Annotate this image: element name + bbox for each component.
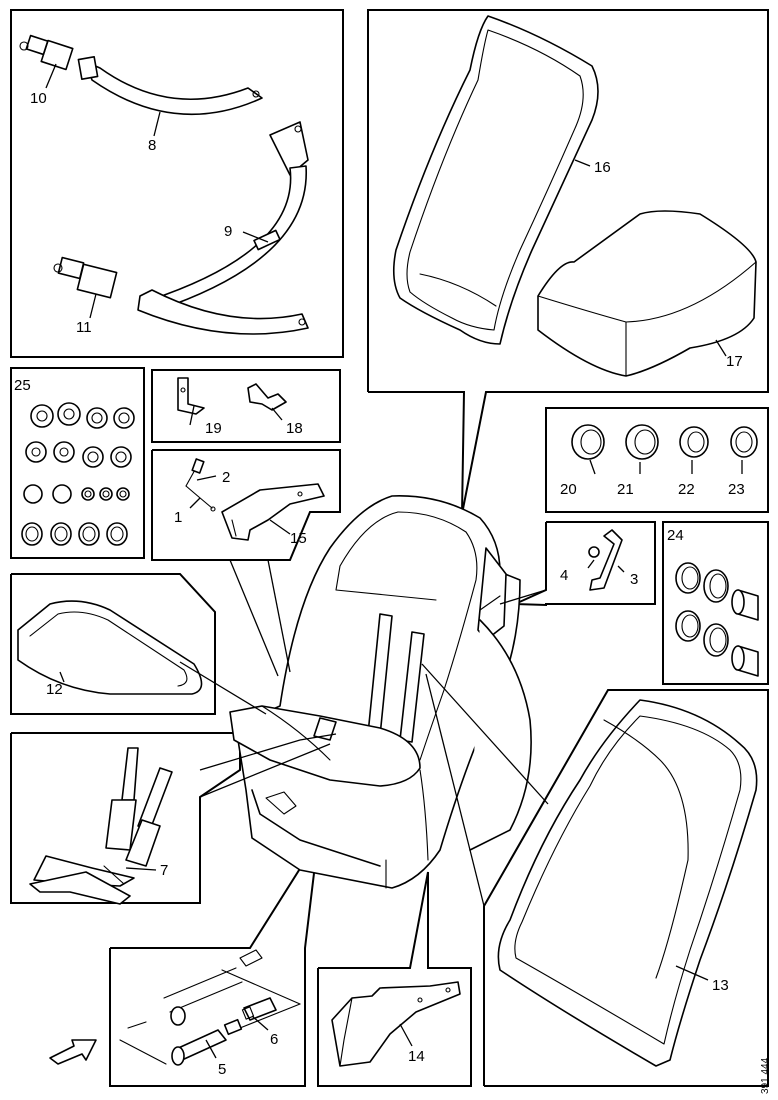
bracket-14 [331,981,461,1067]
callout-4: 4 [560,567,568,584]
callout-15: 15 [290,530,307,547]
callout-11: 11 [76,319,92,336]
belt-strap-9 [137,121,309,335]
panel-pin [151,449,341,561]
panel-bushings [545,407,769,513]
panel-headrest-pad [10,573,216,715]
callout-labels: 10 8 9 11 16 17 25 19 18 2 1 15 20 21 22… [14,90,771,1094]
panel-rings [662,521,769,685]
buckle-11 [53,256,118,299]
callout-13: 13 [712,977,729,994]
callout-7: 7 [160,862,168,879]
rings-24 [675,562,759,677]
clip-3-4 [588,529,623,591]
callout-3: 3 [630,571,638,588]
plugs-25 [21,402,135,546]
buckle-10 [19,34,74,71]
reference-code: 391 444 [760,1057,771,1094]
bracket-19 [177,377,205,415]
callout-2: 2 [222,469,230,486]
panel-backrest [483,689,769,1087]
panel-cushions [367,9,769,515]
callout-5: 5 [218,1061,226,1078]
callout-8: 8 [148,137,156,154]
backrest-13 [497,699,758,1067]
harness-7 [29,747,173,905]
belt-strap-8 [77,55,263,116]
callout-12: 12 [46,681,63,698]
mounting-bracket-15 [221,483,325,541]
callout-23: 23 [728,481,745,498]
bar-assembly-5-6 [49,949,301,1066]
pad-12 [17,600,203,695]
panel-bracket-14 [317,871,472,1087]
callout-6: 6 [270,1031,278,1048]
callout-16: 16 [594,159,611,176]
callout-14: 14 [408,1048,425,1065]
seat-cushion-17 [537,210,757,377]
callout-10: 10 [30,90,47,107]
callout-22: 22 [678,481,695,498]
spring-pin-1-2 [185,458,216,512]
bracket-18 [247,383,287,411]
leader-lines [45,63,743,1059]
callout-18: 18 [286,420,303,437]
callout-20: 20 [560,481,577,498]
bushings-20-23 [571,424,758,460]
callout-17: 17 [726,353,743,370]
child-seat-assembly [229,495,532,889]
callout-24: 24 [667,527,684,544]
callout-9: 9 [224,223,232,240]
panel-brackets [151,369,341,443]
callout-25: 25 [14,377,31,394]
panel-belts [10,9,344,358]
panel-clip [514,521,656,607]
callout-1: 1 [174,509,182,526]
callout-21: 21 [617,481,634,498]
panel-plugs [10,367,145,559]
backrest-cover-16 [392,15,599,345]
callout-19: 19 [205,420,222,437]
panel-bar [109,839,319,1087]
